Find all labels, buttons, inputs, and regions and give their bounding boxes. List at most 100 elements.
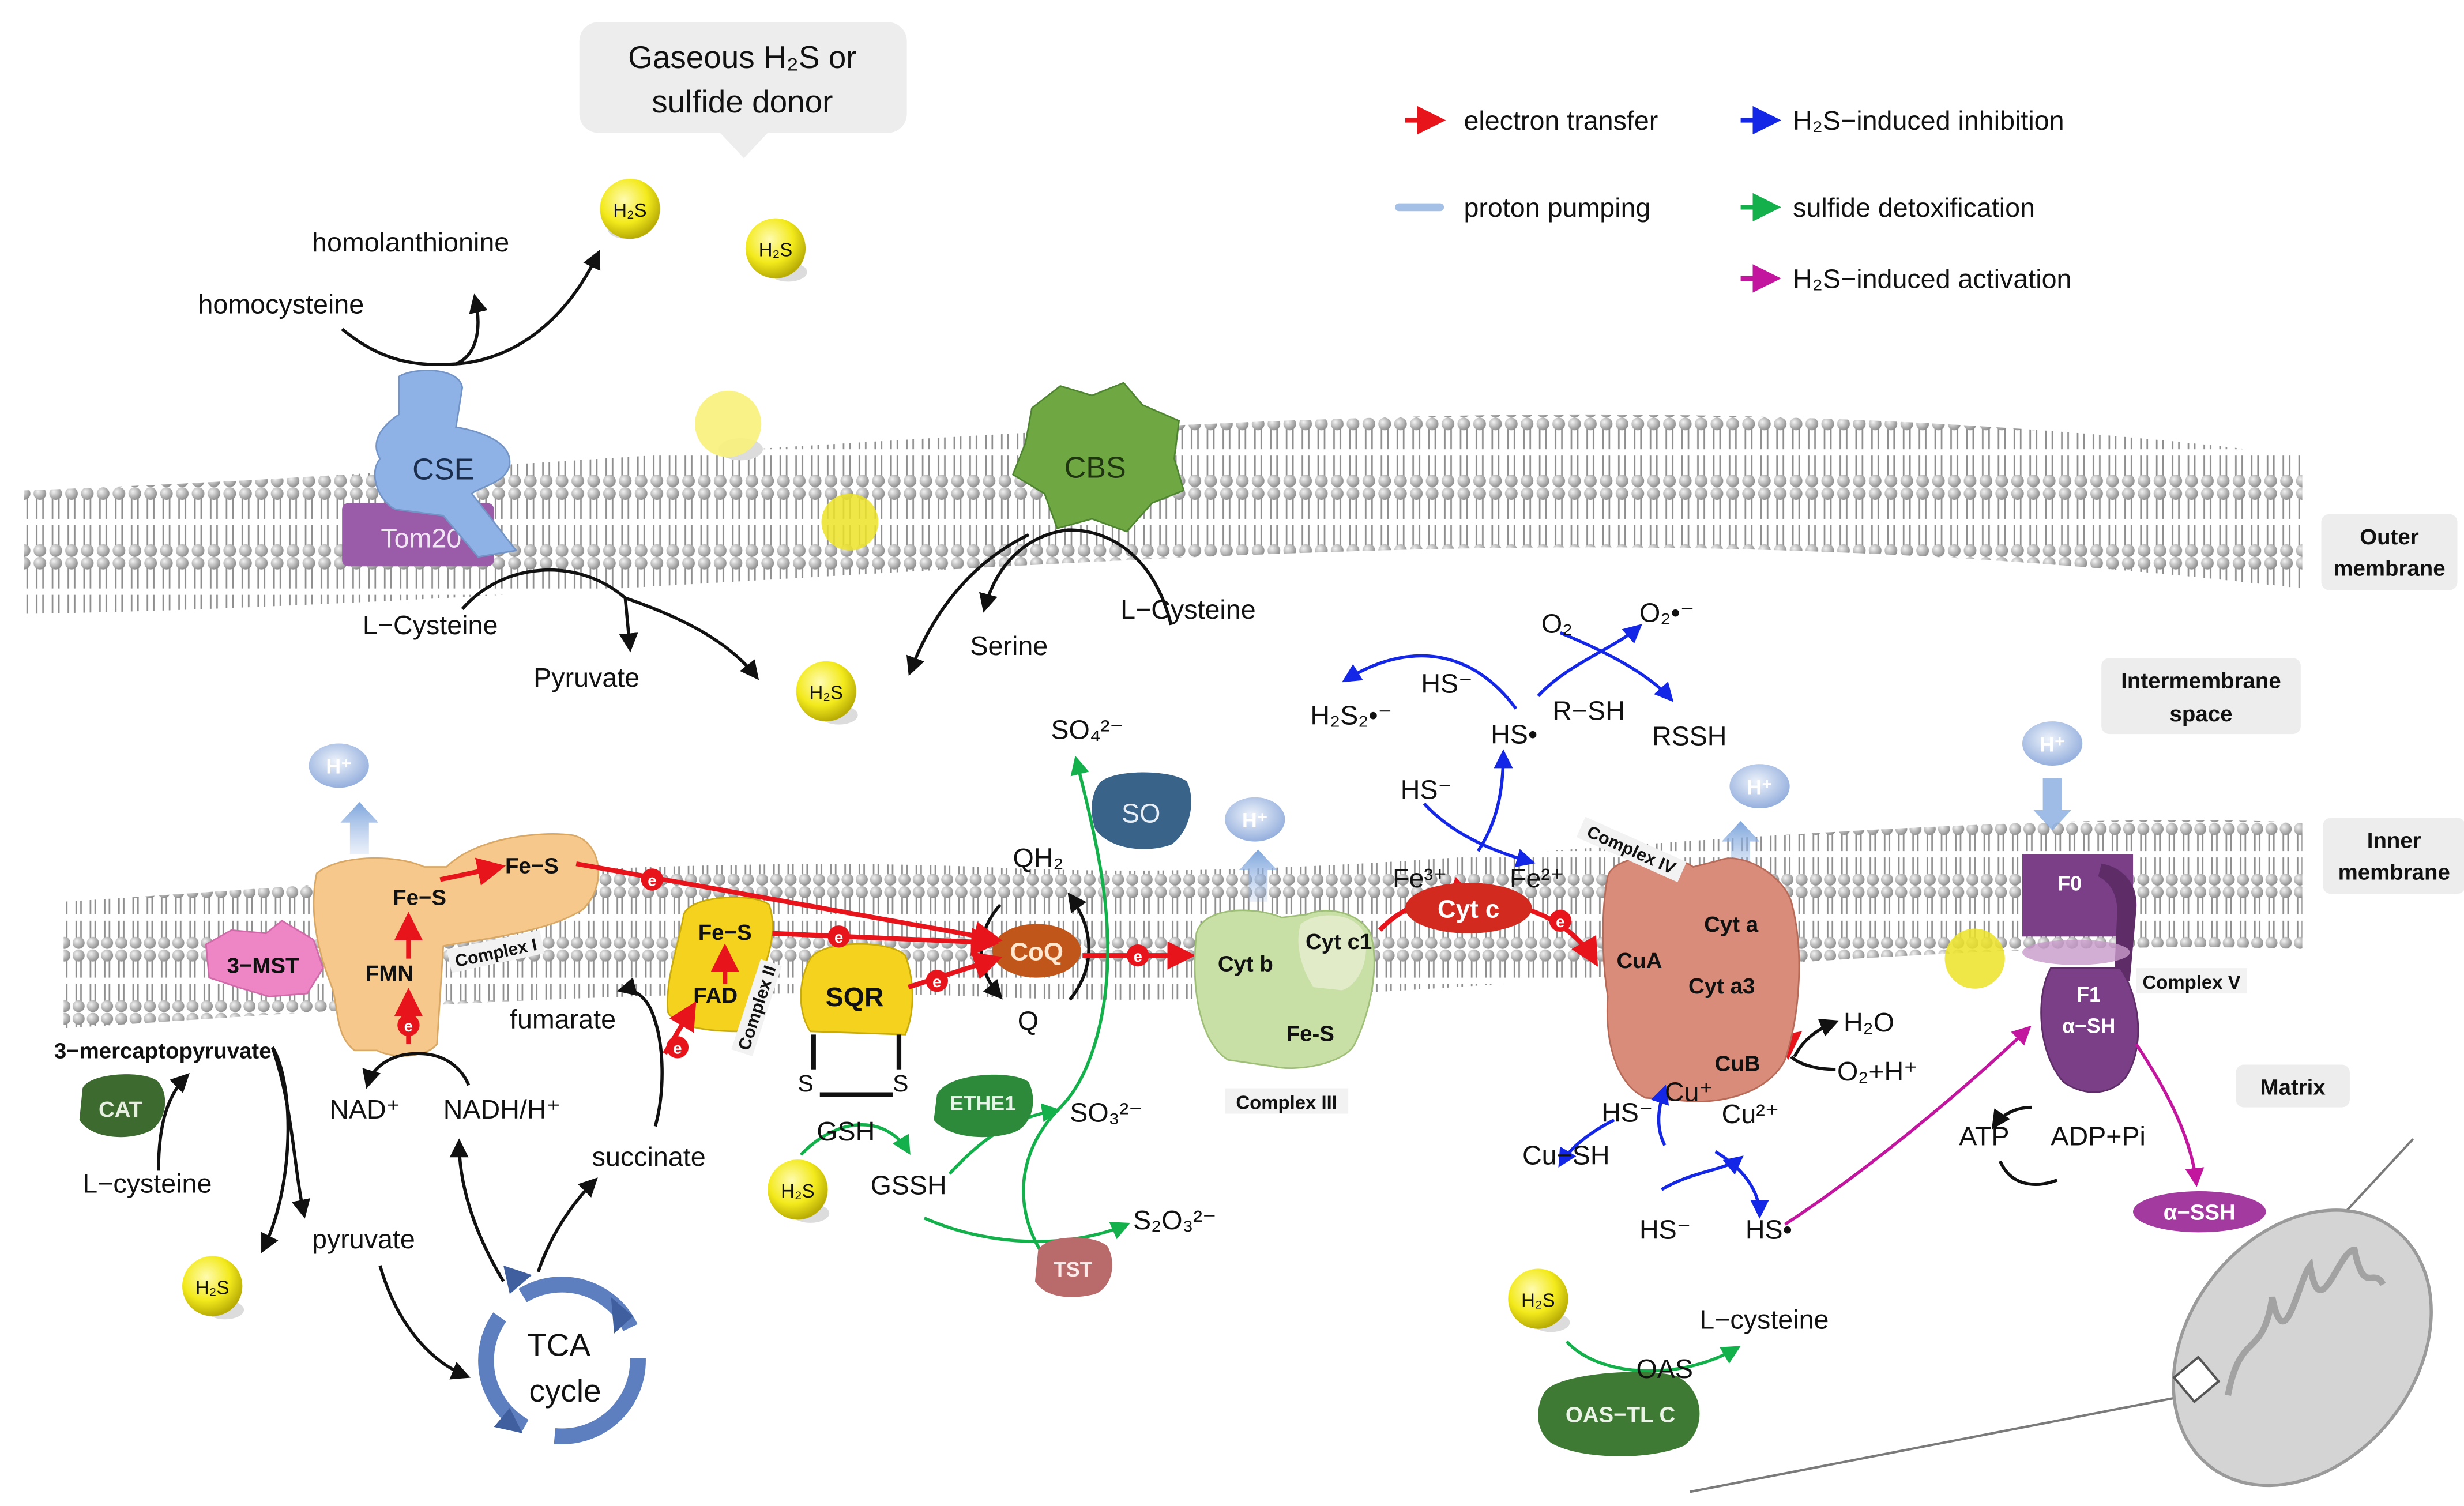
svg-text:SQR: SQR: [826, 982, 884, 1012]
label-nad: NAD⁺: [329, 1094, 400, 1124]
outer-membrane: [24, 414, 2303, 614]
c2-fes-label: Fe−S: [698, 920, 752, 945]
svg-text:H₂S: H₂S: [759, 239, 793, 260]
arrow-adp-atp-upper: [1991, 1105, 2032, 1130]
arrow-tca-succinate: [536, 1177, 598, 1272]
label-o2-h: O₂+H⁺: [1837, 1056, 1918, 1086]
label-l-cysteine-cat: L−cysteine: [82, 1169, 212, 1199]
svg-text:CSE: CSE: [412, 453, 474, 486]
complex5-label: Complex V: [2143, 972, 2241, 993]
cyt-c: Cyt c: [1405, 882, 1532, 933]
svg-text:H₂S: H₂S: [1521, 1289, 1555, 1311]
h2s-source-box: Gaseous H₂S or sulfide donor: [579, 22, 907, 159]
svg-text:H⁺: H⁺: [326, 755, 352, 778]
label-oas: OAS: [1637, 1354, 1693, 1384]
label-hs-radical-bottom: HS•: [1746, 1214, 1792, 1244]
arrow-cse-h2s-ims: [625, 596, 759, 680]
svg-text:H₂S: H₂S: [195, 1277, 230, 1298]
svg-text:Outer: Outer: [2360, 525, 2418, 549]
cse-protein: Tom20 CSE: [342, 370, 518, 567]
legend-inhibition-label: H₂S−induced inhibition: [1793, 106, 2064, 135]
svg-text:Inner: Inner: [2367, 829, 2421, 853]
c1-fmn-label: FMN: [366, 961, 413, 986]
svg-text:membrane: membrane: [2333, 556, 2445, 581]
label-cu2-plus: Cu²⁺: [1722, 1099, 1780, 1129]
proton-complex5: H⁺: [2022, 721, 2083, 831]
label-fumarate: fumarate: [510, 1004, 616, 1034]
arrow-o2-h: [1790, 1055, 1836, 1071]
c4-cua-label: CuA: [1617, 948, 1662, 973]
label-l-cysteine-oas: L−cysteine: [1699, 1305, 1829, 1335]
inhibition-arrows: [1342, 624, 1769, 1219]
region-intermembrane: Intermembrane space: [2101, 658, 2301, 735]
label-rsh: R−SH: [1552, 695, 1625, 725]
label-q: Q: [1018, 1006, 1039, 1036]
so-protein: SO: [1092, 772, 1191, 849]
label-adp: ADP+Pi: [2051, 1121, 2146, 1151]
svg-text:e: e: [1556, 913, 1564, 931]
arrow-homocysteine-homolanthionine: [341, 293, 488, 367]
label-gssh: GSSH: [871, 1170, 947, 1200]
electron-markers: e e e e e e e: [397, 868, 1572, 1059]
label-o2: O₂: [1541, 608, 1573, 638]
label-l-cysteine-cbs: L−Cysteine: [1120, 594, 1256, 624]
label-l-cysteine-cse: L−Cysteine: [363, 610, 498, 640]
c1-fes-top-label: Fe−S: [505, 854, 559, 879]
legend-proton-label: proton pumping: [1464, 193, 1650, 223]
h2s-sphere-mst: H₂S: [182, 1256, 244, 1320]
c3-cytc1-label: Cyt c1: [1306, 929, 1372, 954]
c1-fes-label: Fe−S: [393, 885, 446, 910]
svg-text:H⁺: H⁺: [2040, 733, 2066, 756]
h2s-sphere-oas: H₂S: [1508, 1268, 1570, 1332]
svg-text:α−SH: α−SH: [2062, 1015, 2115, 1038]
legend-detox-label: sulfide detoxification: [1793, 193, 2035, 223]
arrow-mst-h2s: [261, 1046, 290, 1253]
svg-text:Matrix: Matrix: [2260, 1075, 2326, 1100]
svg-text:H₂S: H₂S: [613, 199, 647, 221]
h2s-sphere-ims: H₂S: [796, 661, 858, 725]
arrow-cbs-h2s: [906, 533, 1030, 676]
svg-text:e: e: [834, 928, 843, 946]
tst-protein: TST: [1034, 1237, 1112, 1297]
arrow-cbs-serine: [979, 528, 1173, 626]
region-matrix: Matrix: [2236, 1064, 2350, 1108]
label-fe3: Fe³⁺: [1393, 863, 1447, 893]
activation-arrows: [1784, 1025, 2205, 1226]
arrow-pyruvate-tca: [378, 1265, 471, 1380]
h2s-sphere-gsh: H₂S: [768, 1159, 830, 1223]
source-line2: sulfide donor: [652, 84, 833, 119]
mst-protein: 3−MST: [205, 920, 324, 997]
svg-text:3−MST: 3−MST: [227, 953, 299, 978]
label-succinate: succinate: [592, 1142, 706, 1172]
label-homocysteine: homocysteine: [198, 289, 364, 319]
region-inner-membrane: Inner membrane: [2323, 818, 2464, 894]
svg-text:TST: TST: [1054, 1258, 1093, 1281]
legend-activation-label: H₂S−induced activation: [1793, 263, 2071, 293]
svg-text:e: e: [404, 1017, 413, 1035]
complex1: Fe−S Fe−S FMN Complex I: [313, 833, 600, 1057]
svg-text:membrane: membrane: [2338, 860, 2450, 884]
proton-complex3: H⁺: [1225, 797, 1285, 902]
complex5: F0 F1 α−SH Complex V: [2022, 854, 2247, 1093]
h2s-sphere-2: H₂S: [745, 218, 807, 282]
complex4: CuA Cyt a Cyt a3 CuB Complex IV: [1576, 816, 1800, 1102]
svg-text:H⁺: H⁺: [1747, 775, 1773, 799]
label-atp: ATP: [1959, 1121, 2009, 1151]
svg-text:F0: F0: [2057, 872, 2082, 895]
cbs-protein: CBS: [1011, 382, 1185, 533]
source-line1: Gaseous H₂S or: [628, 39, 856, 75]
svg-text:CoQ: CoQ: [1010, 938, 1063, 966]
label-gsh: GSH: [817, 1116, 875, 1146]
svg-text:F1: F1: [2076, 983, 2101, 1006]
arrow-q-loop-right: [1067, 892, 1090, 1001]
complex3: Cyt b Cyt c1 Fe-S Complex III: [1194, 909, 1375, 1114]
svg-text:Cyt c: Cyt c: [1438, 895, 1499, 923]
mitochondrion-inset: [1690, 1138, 2433, 1493]
label-so3: SO₃²⁻: [1070, 1097, 1143, 1127]
svg-text:e: e: [648, 871, 656, 889]
label-rssh: RSSH: [1652, 721, 1727, 751]
svg-text:ETHE1: ETHE1: [950, 1092, 1016, 1115]
svg-text:cycle: cycle: [529, 1373, 601, 1409]
ethe1-protein: ETHE1: [934, 1074, 1033, 1138]
c4-cub-label: CuB: [1715, 1051, 1760, 1076]
